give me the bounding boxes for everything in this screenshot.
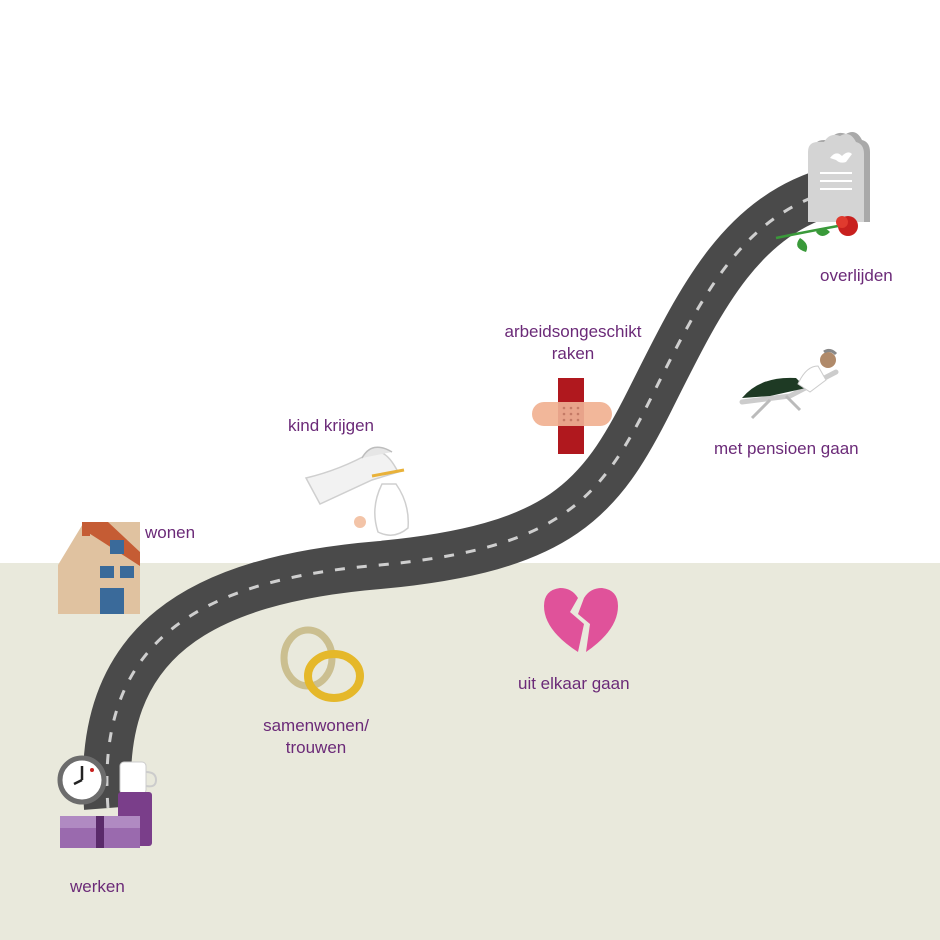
gravestone-rose-icon [775, 132, 870, 252]
work-clock-gift-thermos-icon [57, 755, 158, 848]
sky-background [0, 0, 940, 565]
ground-background [0, 563, 940, 940]
label-arbeidsongeschikt: arbeidsongeschikt raken [504, 322, 642, 363]
bandage-cross-icon [532, 378, 612, 454]
house-icon [58, 522, 140, 614]
winding-road [82, 166, 842, 810]
label-kind: kind krijgen [288, 416, 374, 435]
label-werken: werken [70, 877, 125, 896]
stork-baby-icon [304, 446, 409, 536]
label-uit-elkaar: uit elkaar gaan [518, 674, 630, 693]
wedding-rings-icon [280, 626, 364, 702]
broken-heart-icon [544, 588, 618, 652]
label-samenwonen: samenwonen/ trouwen [263, 716, 369, 757]
label-wonen: wonen [145, 523, 196, 542]
lounge-chair-person-icon [739, 348, 839, 420]
label-overlijden: overlijden [820, 266, 893, 285]
label-pensioen: met pensioen gaan [714, 439, 859, 458]
